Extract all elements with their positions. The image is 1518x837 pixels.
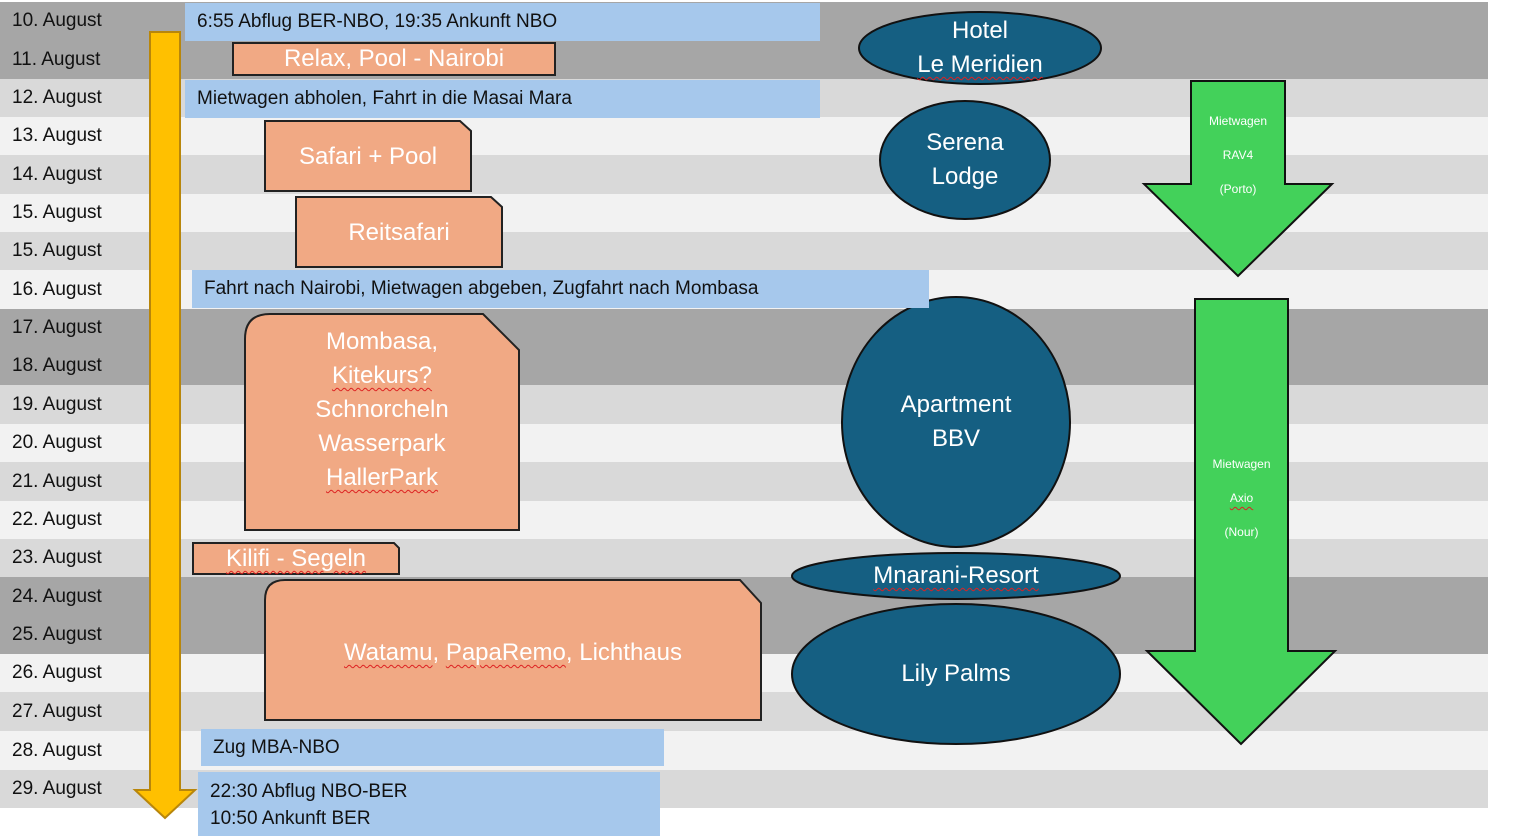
mombasa-line-1: Mombasa, [325, 328, 439, 355]
date-label: 20. August [12, 432, 102, 453]
apartment-ellipse [841, 296, 1071, 548]
flight-out-bar: 6:55 Abflug BER-NBO, 19:35 Ankunft NBO [185, 3, 820, 41]
flight-back-line2: 10:50 Ankunft BER [210, 808, 371, 829]
watamu-box [264, 579, 762, 721]
car1-line-2: RAV4 [1222, 148, 1254, 162]
watamu-part-3: PapaRemo [445, 639, 566, 666]
mombasa-line-3: Schnorcheln [315, 396, 449, 423]
date-label: 19. August [12, 394, 102, 415]
date-label: 11. August [12, 49, 101, 70]
date-label: 27. August [12, 701, 102, 722]
date-label: 15. August [12, 240, 102, 261]
kilifi-label: Kilifi - Segeln [225, 545, 367, 572]
safari-label: Safari + Pool [298, 143, 438, 170]
car-pickup-bar: Mietwagen abholen, Fahrt in die Masai Ma… [185, 80, 820, 118]
date-label: 25. August [12, 624, 102, 645]
date-label: 12. August [12, 87, 102, 108]
car1-label: Mietwagen RAV4 (Porto) [1191, 104, 1285, 206]
hotel-label: Hotel Le Meridien [917, 17, 1043, 78]
lily-label: Lily Palms [901, 660, 1011, 687]
date-label: 22. August [12, 509, 102, 530]
serena-ellipse [879, 100, 1051, 220]
flight-back-bar: 22:30 Abflug NBO-BER 10:50 Ankunft BER [198, 772, 660, 836]
reitsafari-box [295, 196, 503, 268]
date-label: 29. August [12, 778, 102, 799]
to-mombasa-bar: Fahrt nach Nairobi, Mietwagen abgeben, Z… [192, 270, 929, 308]
date-label: 28. August [12, 740, 102, 761]
reitsafari-label: Reitsafari [348, 219, 450, 246]
date-label: 26. August [12, 662, 102, 683]
kilifi-box [192, 542, 400, 575]
flight-out-text: 6:55 Abflug BER-NBO, 19:35 Ankunft NBO [197, 11, 558, 32]
apartment-label: Apartment BBV [900, 391, 1012, 452]
mombasa-box [244, 313, 520, 531]
car2-line-1: Mietwagen [1212, 457, 1271, 471]
flight-back-line1: 22:30 Abflug NBO-BER [210, 781, 408, 802]
car1-arrow [1141, 80, 1335, 278]
relax-label: Relax, Pool - Nairobi [283, 45, 505, 72]
watamu-label: Watamu, PapaRemo, Lichthaus [265, 636, 761, 670]
car1-line-1: Mietwagen [1208, 114, 1268, 128]
to-mombasa-text: Fahrt nach Nairobi, Mietwagen abgeben, Z… [204, 278, 759, 299]
safari-box [264, 120, 472, 192]
hotel-ellipse [858, 11, 1102, 85]
date-label: 14. August [12, 164, 102, 185]
mnarani-ellipse [791, 552, 1121, 600]
mnarani-label: Mnarani-Resort [873, 562, 1039, 589]
mombasa-line-5: HallerPark [325, 464, 439, 491]
car2-label: Mietwagen Axio (Nour) [1195, 447, 1288, 549]
train-back-text: Zug MBA-NBO [213, 737, 340, 758]
car-pickup-text: Mietwagen abholen, Fahrt in die Masai Ma… [197, 88, 572, 109]
car1-line-3: (Porto) [1219, 182, 1257, 196]
lily-ellipse [791, 603, 1121, 745]
car2-arrow [1144, 298, 1338, 746]
date-label: 15. August [12, 202, 102, 223]
date-label: 18. August [12, 355, 102, 376]
watamu-part-1: Watamu [344, 639, 433, 666]
date-label: 10. August [12, 10, 102, 31]
watamu-part-4: , Lichthaus [565, 639, 682, 666]
date-label: 13. August [12, 125, 102, 146]
date-label: 21. August [12, 471, 102, 492]
mombasa-label: Mombasa, Kitekurs? Schnorcheln Wasserpar… [245, 325, 519, 495]
date-label: 24. August [12, 586, 102, 607]
car2-line-3: (Nour) [1224, 525, 1259, 539]
mombasa-line-2: Kitekurs? [331, 362, 433, 389]
timeline-arrow [132, 31, 198, 820]
car2-line-2: Axio [1229, 491, 1254, 505]
relax-box [232, 42, 556, 76]
date-label: 16. August [12, 279, 102, 300]
train-back-bar: Zug MBA-NBO [201, 729, 664, 766]
date-label: 23. August [12, 547, 102, 568]
mombasa-line-4: Wasserpark [318, 430, 446, 457]
date-label: 17. August [12, 317, 102, 338]
watamu-part-2: , [432, 639, 446, 666]
serena-label: Serena Lodge [926, 129, 1004, 190]
